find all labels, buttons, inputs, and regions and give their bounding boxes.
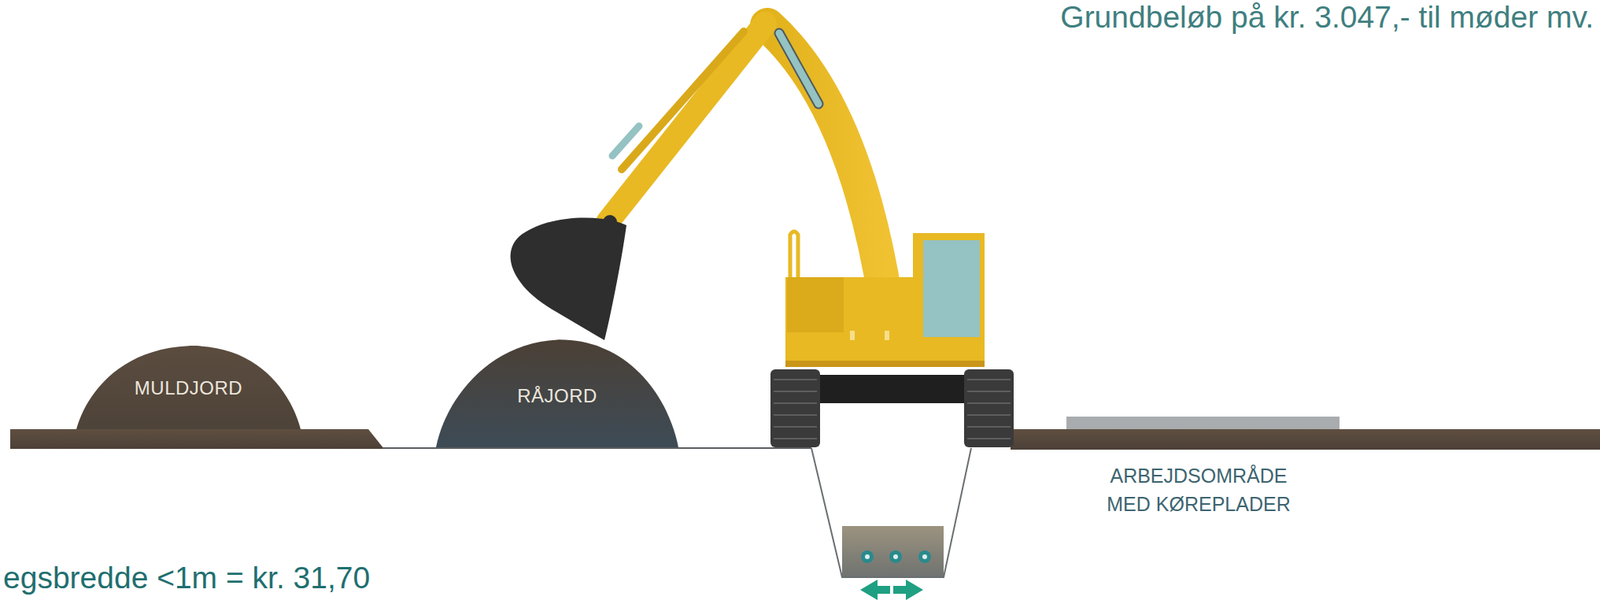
arm-cylinder-rod — [612, 125, 640, 156]
area-label: ARBEJDSOMRÅDE MED KØREPLADER — [1095, 461, 1302, 519]
track — [770, 369, 821, 448]
soil-pile: MULDJORD — [76, 343, 301, 429]
arm-cylinder — [621, 31, 744, 170]
boom-cylinder — [779, 33, 819, 104]
pipes — [860, 550, 932, 563]
trench-wall — [811, 447, 972, 577]
trench-fill — [842, 525, 944, 577]
cab-window — [923, 240, 980, 337]
pile-label: RÅJORD — [436, 384, 679, 407]
boom — [767, 25, 886, 300]
light — [849, 330, 855, 340]
width-arrow — [860, 579, 924, 601]
trench — [811, 447, 972, 601]
ground-line — [382, 447, 812, 449]
arm — [607, 23, 765, 222]
drive-plate — [1066, 416, 1340, 429]
bucket — [510, 218, 627, 340]
handrail — [790, 231, 799, 278]
counterweight — [787, 277, 844, 333]
pipe — [893, 554, 898, 559]
pipe — [889, 550, 902, 563]
body-skirt — [785, 360, 985, 367]
pipe — [860, 550, 874, 563]
undercarriage — [814, 374, 972, 403]
pipe — [922, 554, 928, 559]
pipe — [918, 550, 932, 563]
ground-strip — [1010, 428, 1600, 450]
track-ribs — [773, 379, 1011, 439]
pile-label: MULDJORD — [76, 376, 301, 400]
soil-pile: RÅJORD — [436, 338, 679, 448]
track — [964, 369, 1014, 448]
pipe — [864, 554, 870, 559]
cab — [912, 232, 985, 366]
boom-cylinder — [779, 33, 819, 104]
price-note: Grundbeløb på kr. 3.047,- til møder mv. — [1060, 0, 1594, 36]
price-note: egsbredde <1m = kr. 31,70 — [3, 560, 370, 596]
ground-strip — [10, 428, 385, 449]
bucket-pin — [602, 214, 618, 230]
light — [884, 330, 890, 340]
